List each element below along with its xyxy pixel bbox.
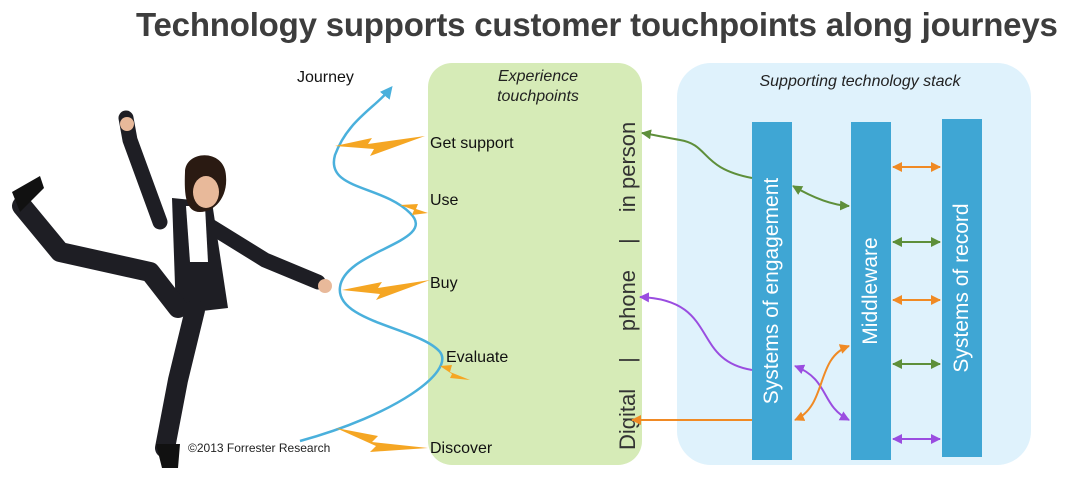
systems-of-record-bar: Systems of record — [942, 119, 982, 457]
middleware-bar: Middleware — [851, 122, 891, 460]
lightning-icon — [400, 204, 428, 215]
tech-stack-heading: Supporting technology stack — [759, 73, 961, 90]
arrow-engagement-in-person — [641, 129, 753, 179]
lightning-icon — [336, 428, 428, 452]
systems-of-engagement-bar: Systems of engagement — [752, 122, 792, 460]
lightning-icon — [440, 365, 470, 380]
lightning-icon — [342, 280, 430, 300]
journey-curve — [299, 86, 444, 443]
touchpoints-heading-line1: Experience — [497, 68, 579, 85]
stage-buy: Buy — [430, 275, 458, 292]
copyright-notice: ©2013 Forrester Research — [188, 441, 331, 455]
arrow-engagement-phone — [639, 292, 753, 371]
stage-use: Use — [430, 192, 459, 209]
businesswoman-illustration — [12, 110, 332, 468]
touchpoints-panel — [428, 63, 642, 465]
stage-evaluate: Evaluate — [446, 349, 509, 366]
touchpoints-heading: Experience touchpoints — [468, 67, 608, 107]
touchpoints-heading-line2: touchpoints — [497, 88, 579, 105]
lightning-icons — [335, 136, 470, 452]
lightning-icon — [335, 136, 425, 156]
page-title: Technology supports customer touchpoints… — [136, 6, 1058, 43]
arrow-engagement-middleware-orange — [794, 344, 850, 421]
journey-label: Journey — [297, 69, 354, 86]
arrow-engagement-middleware-purple — [794, 364, 850, 421]
stage-get-support: Get support — [430, 135, 514, 152]
stage-discover: Discover — [430, 440, 493, 457]
arrow-engagement-middleware-green — [792, 185, 850, 211]
